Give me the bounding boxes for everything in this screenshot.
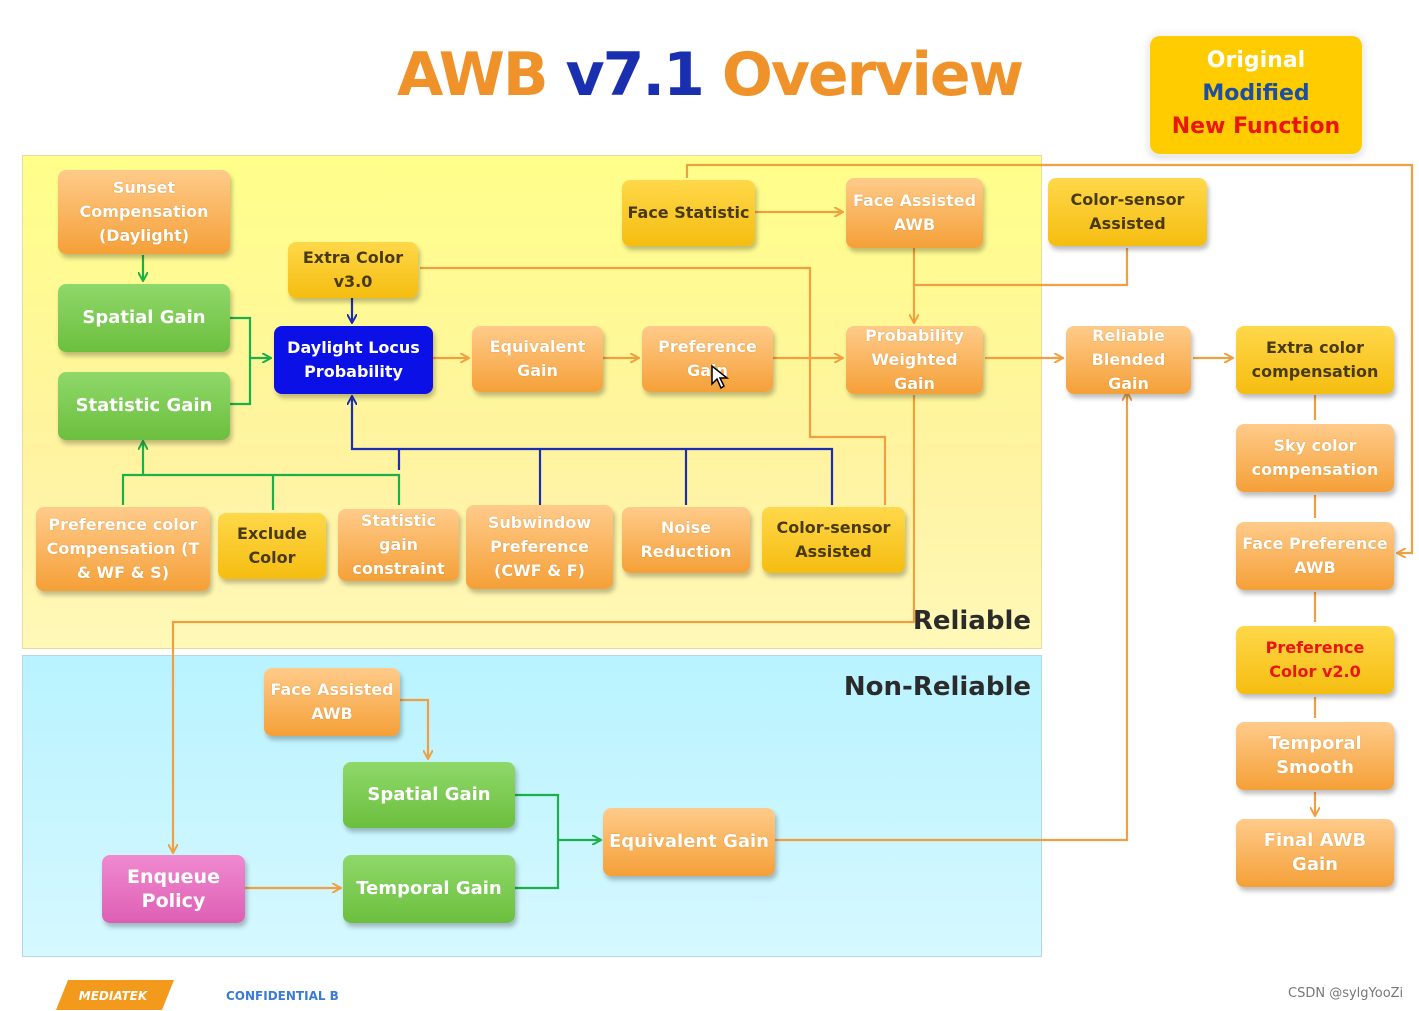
noise-reduction-box: Noise Reduction: [622, 507, 750, 573]
page-title: AWB v7.1 Overview: [0, 40, 1419, 110]
orange-arrow-nr-equivalent-to-blended: [775, 393, 1127, 842]
preference-gain-box: Preference Gain: [642, 326, 773, 392]
orange-line-extra-color: [420, 266, 887, 505]
orange-line-color-sensor-top: [914, 248, 1129, 287]
sunset-compensation-box: Sunset Compensation (Daylight): [58, 170, 230, 254]
mouse-cursor-icon: [711, 364, 730, 390]
blue-line-subwindow: [397, 449, 688, 505]
subwindow-preference-box: Subwindow Preference (CWF & F): [466, 505, 613, 589]
statistic-gain-box: Statistic Gain: [58, 372, 230, 440]
nr-spatial-gain-box: Spatial Gain: [343, 762, 515, 828]
svg-text:MEDIATEK: MEDIATEK: [79, 989, 149, 1003]
extra-color-compensation-box: Extra color compensation: [1236, 326, 1394, 394]
nr-temporal-gain-box: Temporal Gain: [343, 855, 515, 923]
reliable-blended-gain-box: Reliable Blended Gain: [1066, 326, 1191, 394]
legend-original: Original: [1206, 48, 1306, 73]
legend-new-function: New Function: [1171, 114, 1341, 139]
statistic-gain-constraint-box: Statistic gain constraint: [338, 509, 459, 581]
orange-arrow-nr-face-to-spatial: [400, 698, 428, 758]
green-arrow-inputs-to-statistic: [121, 442, 401, 510]
probability-weighted-gain-box: Probability Weighted Gain: [846, 326, 983, 394]
preference-color-compensation-box: Preference color Compensation (T & WF & …: [36, 507, 210, 591]
green-line-statistic: [230, 358, 252, 406]
confidential-label: CONFIDENTIAL B: [226, 989, 339, 1003]
green-arrow-spatial-to-daylight: [230, 316, 270, 358]
extra-color-box: Extra Color v3.0: [288, 242, 418, 298]
orange-arrow-probability-to-enqueue: [173, 395, 916, 852]
legend: Original Modified New Function: [1150, 36, 1362, 154]
daylight-locus-box: Daylight Locus Probability: [274, 326, 433, 394]
spatial-gain-box: Spatial Gain: [58, 284, 230, 352]
blue-arrow-inputs-to-daylight: [352, 397, 834, 505]
color-sensor-bottom-box: Color-sensor Assisted: [762, 507, 905, 573]
orange-arrow-face-to-face-pref: [685, 163, 1414, 553]
non-reliable-zone: Non-Reliable: [22, 655, 1042, 957]
non-reliable-label: Non-Reliable: [843, 672, 1031, 702]
title-version: v7.1: [565, 40, 705, 110]
mediatek-logo: MEDIATEK: [56, 980, 174, 1010]
preference-color-v2-box: Preference Color v2.0: [1236, 626, 1394, 694]
color-sensor-top-box: Color-sensor Assisted: [1048, 178, 1207, 246]
green-arrow-nr-to-equivalent: [515, 793, 600, 890]
exclude-color-box: Exclude Color: [218, 513, 326, 579]
title-awb: AWB: [396, 40, 549, 110]
equivalent-gain-box: Equivalent Gain: [472, 326, 603, 392]
nr-equivalent-gain-box: Equivalent Gain: [603, 808, 775, 876]
legend-modified: Modified: [1202, 81, 1310, 106]
watermark: CSDN @sylgYooZi: [1288, 986, 1404, 1001]
enqueue-policy-box: Enqueue Policy: [102, 855, 245, 923]
face-assisted-awb-box: Face Assisted AWB: [846, 178, 983, 248]
nr-face-assisted-awb-box: Face Assisted AWB: [264, 668, 400, 736]
temporal-smooth-box: Temporal Smooth: [1236, 722, 1394, 790]
face-preference-awb-box: Face Preference AWB: [1236, 522, 1394, 590]
final-awb-gain-box: Final AWB Gain: [1236, 819, 1394, 887]
sky-color-compensation-box: Sky color compensation: [1236, 424, 1394, 492]
title-overview: Overview: [721, 40, 1024, 110]
reliable-label: Reliable: [912, 606, 1031, 636]
face-statistic-box: Face Statistic: [622, 180, 755, 246]
